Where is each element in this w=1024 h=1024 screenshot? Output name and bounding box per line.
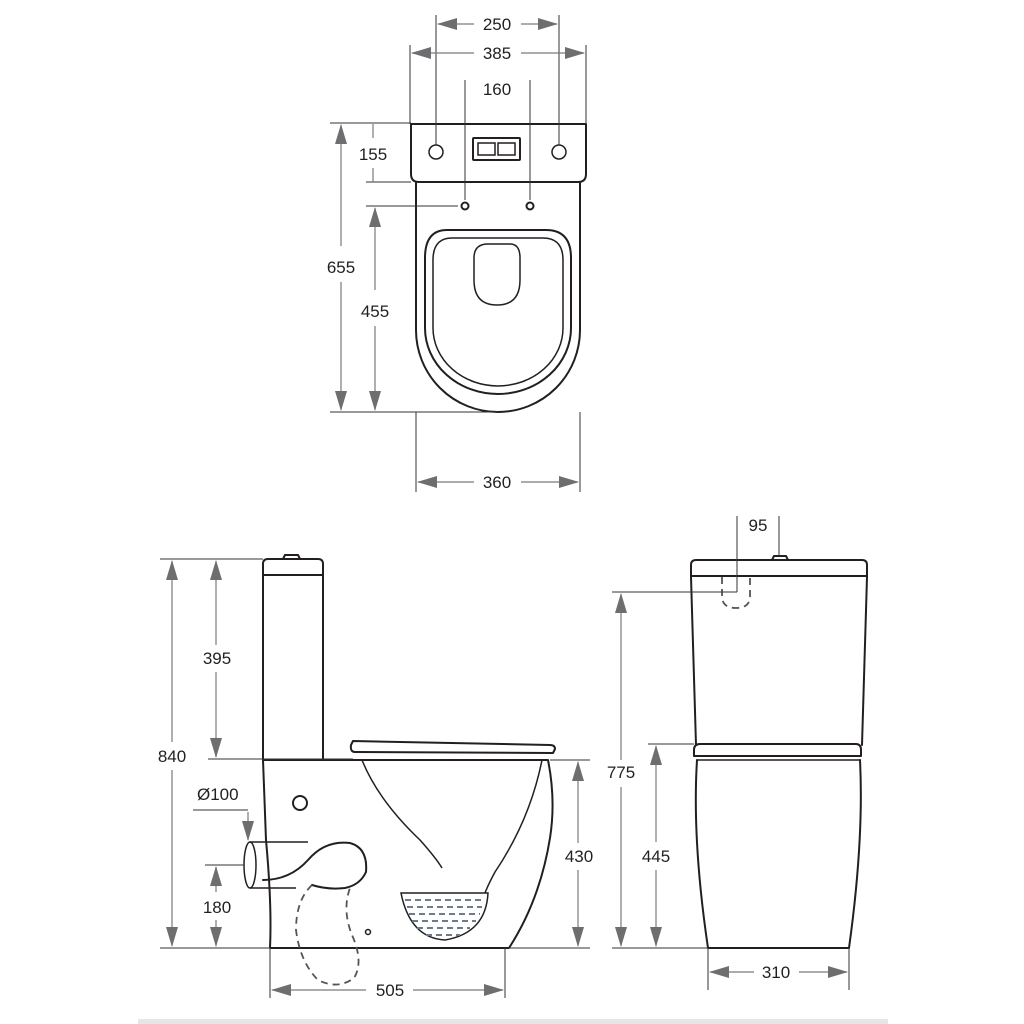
dim-95: 95: [749, 516, 768, 535]
flush-button-icon: [472, 137, 521, 161]
side-view: 395 840 Ø100 180 430 505: [158, 554, 593, 1000]
trapway-outline: [262, 841, 368, 890]
pan-side-outline: [262, 759, 554, 949]
cistern-front-outline: [690, 559, 868, 746]
front-view: 95 775 445 310: [607, 516, 868, 990]
dim-160: 160: [483, 80, 511, 99]
outlet-pipe-ellipse: [243, 841, 257, 889]
dim-250: 250: [483, 15, 511, 34]
right-fixing-hole: [551, 144, 567, 160]
dim-155: 155: [359, 145, 387, 164]
seat-side-outline: [349, 740, 556, 754]
dim-445: 445: [642, 847, 670, 866]
bowl-interior: [361, 759, 443, 869]
pan-fixing-left: [460, 201, 470, 211]
dim-655: 655: [327, 258, 355, 277]
footer-bar: [138, 1019, 888, 1024]
pan-front-outline: [694, 759, 862, 949]
water-hatching: [405, 899, 484, 936]
inlet-hole: [292, 795, 308, 811]
dim-diameter-100: Ø100: [197, 785, 239, 804]
dim-505: 505: [376, 981, 404, 1000]
top-view: 250 385 160 155 655 455 360: [327, 15, 587, 492]
trapway-hidden: [295, 884, 360, 986]
dim-455: 455: [361, 302, 389, 321]
small-vent: [364, 928, 372, 936]
dim-180: 180: [203, 898, 231, 917]
dim-775: 775: [607, 763, 635, 782]
left-fixing-hole: [428, 144, 444, 160]
cistern-side-outline: [262, 558, 324, 761]
dim-310: 310: [762, 963, 790, 982]
cistern-plan-outline: [410, 123, 587, 183]
flush-valve-hidden: [721, 577, 751, 609]
pan-plan-outline: [415, 181, 581, 413]
water-trap: [400, 892, 489, 941]
pan-fixing-right: [525, 201, 535, 211]
seat-front-outline: [693, 743, 862, 757]
dim-840: 840: [158, 747, 186, 766]
dim-395: 395: [203, 649, 231, 668]
seat-outer-outline: [424, 229, 572, 395]
dim-430: 430: [565, 847, 593, 866]
dim-360: 360: [483, 473, 511, 492]
seat-inner-outline: [432, 237, 564, 387]
bowl-opening-outline: [473, 243, 521, 306]
dim-385: 385: [483, 44, 511, 63]
